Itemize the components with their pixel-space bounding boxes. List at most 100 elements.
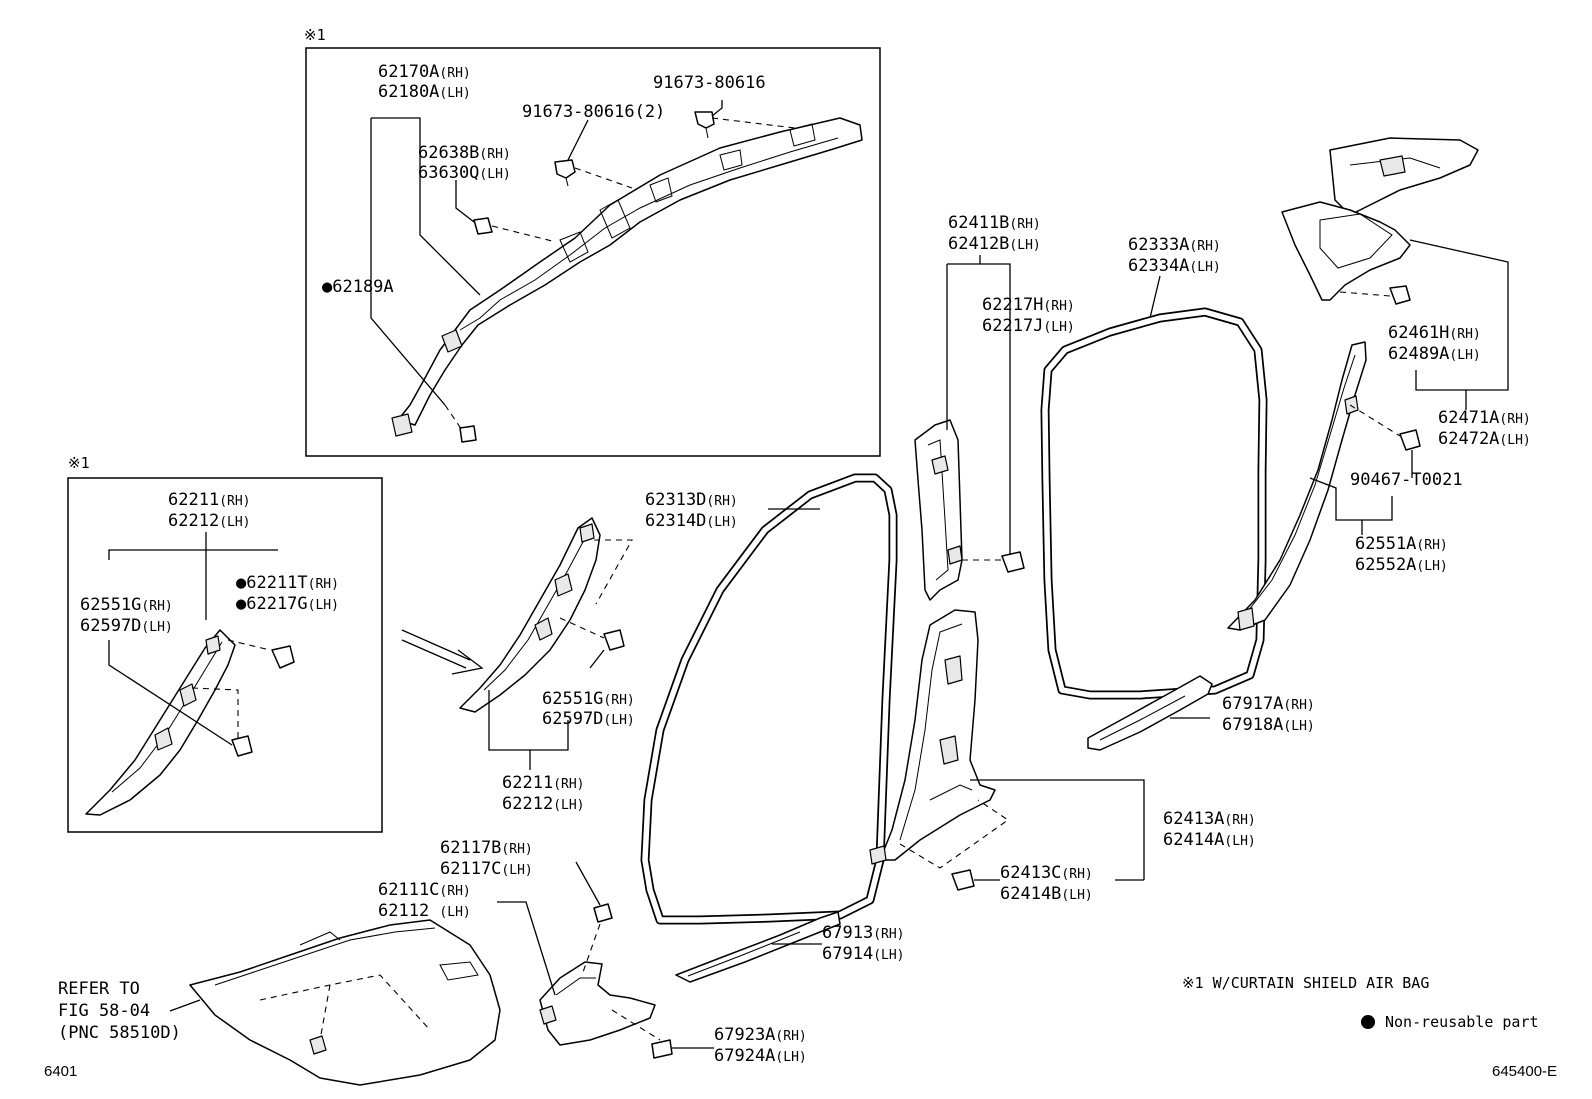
bolt-91673-2-clip xyxy=(554,159,576,187)
non-reusable-dot-icon xyxy=(1361,1015,1375,1029)
label-91673-80616: 91673-80616 xyxy=(653,73,766,93)
floor-carpet xyxy=(189,919,501,1086)
label-62638B: 62638B(RH) xyxy=(418,143,511,163)
label-62411B: 62411B(RH) xyxy=(948,213,1041,233)
label-62117B: 62117B(RH) xyxy=(440,838,533,858)
label-62414B: 62414B(LH) xyxy=(1000,884,1093,904)
label-62461H: 62461H(RH) xyxy=(1388,323,1481,343)
label-62211-box: 62211(RH) xyxy=(168,490,251,510)
label-91673-80616-2: 91673-80616(2) xyxy=(522,102,665,122)
clip-67923A xyxy=(651,1039,673,1059)
label-62551G-box: 62551G(RH) xyxy=(80,595,173,615)
label-62597D: 62597D(LH) xyxy=(542,709,635,729)
label-67924A: 67924A(LH) xyxy=(714,1046,807,1066)
rear-door-scuff-plate xyxy=(1087,675,1213,751)
clip-62189A xyxy=(459,425,477,443)
leader-62217H xyxy=(947,263,1011,555)
label-62211T: ●62211T(RH) xyxy=(236,573,339,593)
label-62413A: 62413A(RH) xyxy=(1163,809,1256,829)
clip-62551G xyxy=(603,629,625,651)
front-door-weatherstrip xyxy=(640,473,898,925)
label-62211: 62211(RH) xyxy=(502,773,585,793)
leader-91673-2 xyxy=(567,119,589,161)
label-67917A: 67917A(RH) xyxy=(1222,694,1315,714)
airbag-detail-box xyxy=(305,47,881,457)
leader-62333A xyxy=(1149,275,1161,319)
clip-62551G-detail xyxy=(231,735,253,757)
front-pillar-garnish xyxy=(459,517,601,713)
note-marker-left: ※1 xyxy=(68,454,90,472)
label-62471A: 62471A(RH) xyxy=(1438,408,1531,428)
label-62314D: 62314D(LH) xyxy=(645,511,738,531)
leader-62551G xyxy=(589,649,605,669)
detail-arrow-icon xyxy=(401,629,484,675)
leader-refer xyxy=(169,999,201,1012)
leader-62551G-box xyxy=(108,640,233,746)
clip-62217H xyxy=(1001,551,1025,573)
label-62180A: 62180A(LH) xyxy=(378,82,471,102)
refer-line-2: FIG 58-04 xyxy=(58,1001,150,1021)
label-67918A: 67918A(LH) xyxy=(1222,715,1315,735)
clip-62461H xyxy=(1389,285,1411,305)
label-62212: 62212(LH) xyxy=(502,794,585,814)
label-62413C: 62413C(RH) xyxy=(1000,863,1093,883)
note-marker-top: ※1 xyxy=(304,26,326,44)
label-62597D-box: 62597D(LH) xyxy=(80,616,173,636)
leader-62413A xyxy=(970,779,1145,880)
label-62551A: 62551A(RH) xyxy=(1355,534,1448,554)
leader-62170A xyxy=(371,117,481,296)
label-63630Q: 63630Q(LH) xyxy=(418,163,511,183)
front-door-scuff-plate xyxy=(675,911,841,983)
label-62551G: 62551G(RH) xyxy=(542,689,635,709)
label-62217H: 62217H(RH) xyxy=(982,295,1075,315)
leader-62111C xyxy=(497,901,556,996)
clip-62638B xyxy=(473,217,493,235)
label-62217G: ●62217G(LH) xyxy=(236,594,339,614)
bolt-91673-clip xyxy=(694,111,715,139)
refer-line-1: REFER TO xyxy=(58,979,140,999)
leader-62638B xyxy=(455,180,475,223)
leader-62211 xyxy=(488,690,569,751)
label-62489A: 62489A(LH) xyxy=(1388,344,1481,364)
rear-door-weatherstrip xyxy=(1040,307,1268,700)
legend-non-reusable: Non-reusable part xyxy=(1385,1013,1539,1031)
leader-91673 xyxy=(711,100,723,117)
clip-90467 xyxy=(1399,429,1421,451)
label-62552A: 62552A(LH) xyxy=(1355,555,1448,575)
roof-side-garnish xyxy=(1227,341,1367,631)
label-67914: 67914(LH) xyxy=(822,944,905,964)
leader-62471A xyxy=(1409,239,1509,391)
label-62334A: 62334A(LH) xyxy=(1128,256,1221,276)
label-62217J: 62217J(LH) xyxy=(982,316,1075,336)
center-pillar-lower-garnish xyxy=(869,609,996,865)
cowl-side-trim xyxy=(539,961,656,1046)
label-62112: 62112 (LH) xyxy=(378,901,471,921)
label-62313D: 62313D(RH) xyxy=(645,490,738,510)
center-pillar-upper-garnish xyxy=(914,419,963,601)
label-62212-box: 62212(LH) xyxy=(168,511,251,531)
refer-line-3: (PNC 58510D) xyxy=(58,1023,181,1043)
quarter-window-garnish xyxy=(1281,137,1479,301)
pillar-detail-box xyxy=(67,477,383,833)
clip-62117B xyxy=(593,903,613,923)
label-62189A: ●62189A xyxy=(322,277,394,297)
footer-code-left: 6401 xyxy=(44,1063,77,1080)
front-pillar-garnish-detail xyxy=(85,629,236,816)
leader-62551A xyxy=(1309,477,1393,521)
curtain-airbag-part xyxy=(391,117,863,437)
label-62414A: 62414A(LH) xyxy=(1163,830,1256,850)
label-62117C: 62117C(LH) xyxy=(440,859,533,879)
label-90467-T0021: 90467-T0021 xyxy=(1350,470,1463,490)
leader-62117B xyxy=(575,861,601,906)
label-67923A: 67923A(RH) xyxy=(714,1025,807,1045)
label-62472A: 62472A(LH) xyxy=(1438,429,1531,449)
label-62333A: 62333A(RH) xyxy=(1128,235,1221,255)
legend-curtain-airbag: ※1 W/CURTAIN SHIELD AIR BAG xyxy=(1182,974,1429,992)
label-62170A: 62170A(RH) xyxy=(378,62,471,82)
label-62412B: 62412B(LH) xyxy=(948,234,1041,254)
footer-code-right: 645400-E xyxy=(1492,1063,1557,1080)
label-62111C: 62111C(RH) xyxy=(378,880,471,900)
label-67913: 67913(RH) xyxy=(822,923,905,943)
clip-62413C xyxy=(951,869,975,891)
